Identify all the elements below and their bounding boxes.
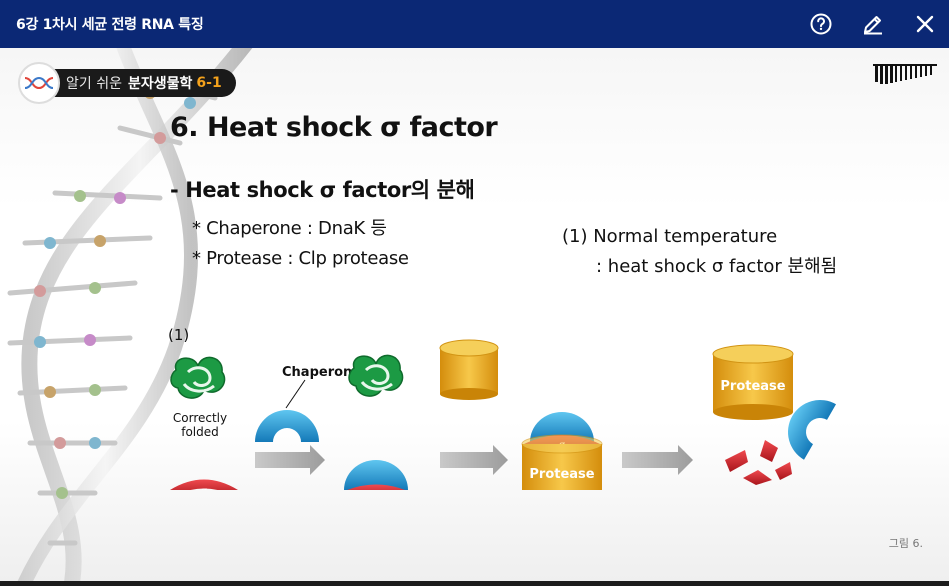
help-circle-icon: [810, 13, 832, 35]
bullet-protease: * Protease : Clp protease: [192, 248, 409, 269]
protease-label-1: Protease: [529, 467, 594, 482]
window-title: 6강 1차시 세균 전령 RNA 특징: [16, 17, 204, 33]
chaperone-label: Chaperone: [282, 365, 361, 380]
degradation-diagram: (1) Correctly folded σ Chaperone σ: [168, 326, 836, 490]
arrow-3: [622, 445, 693, 475]
course-title-light: 알기 쉬운: [66, 76, 122, 92]
slide-subheading: - Heat shock σ factor의 분해: [170, 178, 475, 202]
university-logo-icon: [873, 64, 937, 84]
lecture-slide: 알기 쉬운 분자생물학 6-1 6. Heat shock σ factor -…: [0, 48, 949, 581]
sigma-label-1: σ: [201, 486, 208, 490]
slide-heading: 6. Heat shock σ factor: [170, 112, 498, 143]
titlebar-actions: [805, 8, 941, 40]
protease-large: Protease: [712, 344, 794, 420]
close-button[interactable]: [909, 8, 941, 40]
correctly-folded-label-1: Correctly: [173, 411, 227, 425]
sigma-factor-1: σ: [170, 479, 238, 490]
released-chaperone: [788, 400, 836, 460]
figure-index-label: (1): [168, 326, 189, 344]
chaperone-1: [255, 410, 319, 442]
arrow-1: [255, 445, 325, 475]
window-titlebar: 6강 1차시 세균 전령 RNA 특징: [0, 0, 949, 48]
help-button[interactable]: [805, 8, 837, 40]
course-badge: 알기 쉬운 분자생물학 6-1: [18, 62, 236, 104]
chaperone-sigma-complex-1: σ: [344, 460, 408, 490]
dna-logo-icon: [24, 76, 54, 90]
course-logo: [18, 62, 60, 104]
correctly-folded-label-2: folded: [181, 425, 219, 439]
folded-protein-2: [348, 354, 404, 397]
pencil-icon: [864, 16, 882, 35]
sigma-label-2: σ: [373, 489, 380, 490]
folded-protein-1: [170, 356, 226, 399]
protease-complex: σ Protease: [521, 412, 603, 490]
protease-label-2: Protease: [720, 379, 785, 394]
sigma-fragments: [725, 440, 792, 485]
dna-helix-decoration: [7, 48, 253, 581]
arrow-2: [440, 445, 508, 475]
chaperone-pointer: [285, 379, 306, 409]
course-number: 6-1: [196, 75, 222, 91]
protease-small: [439, 339, 499, 400]
bullet-chaperone: * Chaperone : DnaK 등: [192, 218, 387, 239]
figure-caption: 그림 6.: [888, 537, 923, 550]
course-title-pill: 알기 쉬운 분자생물학 6-1: [50, 69, 236, 97]
close-icon: [916, 15, 934, 33]
note-line-2: : heat shock σ factor 분해됨: [596, 256, 838, 277]
edit-button[interactable]: [857, 8, 889, 40]
bottom-bar: [0, 581, 949, 586]
course-title-bold: 분자생물학: [127, 76, 193, 92]
note-line-1: (1) Normal temperature: [562, 226, 778, 247]
